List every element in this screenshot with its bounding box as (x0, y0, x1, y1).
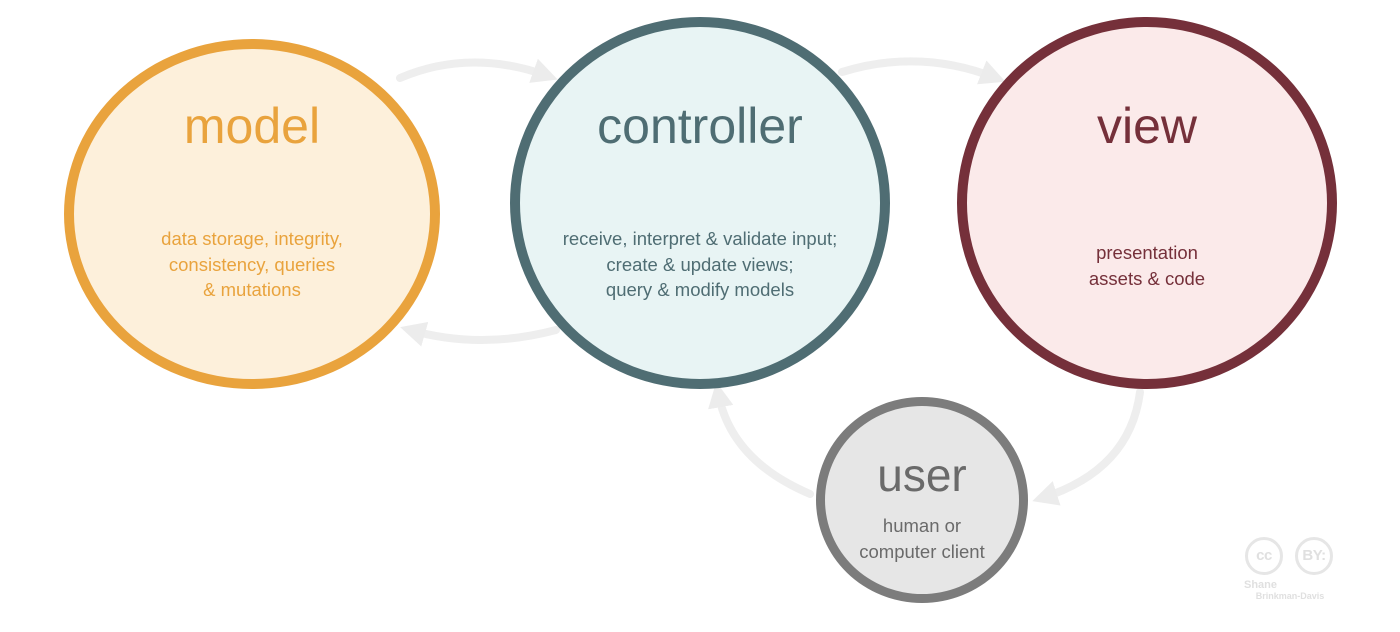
arrow-model-to-controller (396, 58, 558, 83)
author-last-name: Brinkman-Davis (1255, 591, 1325, 601)
model-description: data storage, integrity, consistency, qu… (74, 226, 430, 303)
user-desc-line: human or (882, 515, 962, 536)
controller-desc-line: create & update views; (606, 253, 794, 275)
controller-desc-line: query & modify models (605, 279, 795, 300)
arrow-controller-to-model (400, 321, 560, 347)
view-desc-line: presentation (1096, 242, 1198, 263)
view-title: view (1096, 98, 1198, 154)
license-badge: cc BY: Shane Brinkman-Davis (1240, 537, 1340, 607)
model-desc-line: & mutations (203, 279, 301, 300)
user-node: user human or computer client (816, 397, 1028, 603)
model-node: model data storage, integrity, consisten… (64, 39, 440, 389)
controller-node: controller receive, interpret & validate… (510, 17, 890, 389)
controller-description: receive, interpret & validate input; cre… (520, 226, 880, 303)
view-node: view presentation assets & code (957, 17, 1337, 389)
model-title: model (183, 98, 321, 154)
arrow-controller-to-view (838, 57, 1006, 85)
model-desc-line: data storage, integrity, (161, 228, 343, 249)
author-first-name: Shane (1244, 579, 1278, 591)
user-description: human or computer client (825, 513, 1019, 564)
by-icon: BY: (1295, 537, 1333, 575)
controller-desc-line: receive, interpret & validate input; (562, 228, 838, 249)
model-desc-line: consistency, queries (168, 253, 336, 275)
arrow-view-to-user (1032, 388, 1144, 506)
cc-icon: cc (1245, 537, 1283, 575)
view-desc-line: assets & code (1088, 267, 1206, 289)
view-description: presentation assets & code (967, 240, 1327, 291)
arrow-user-to-controller (708, 381, 814, 498)
controller-title: controller (597, 98, 803, 154)
user-title: user (877, 449, 967, 501)
user-desc-line: computer client (859, 540, 985, 562)
